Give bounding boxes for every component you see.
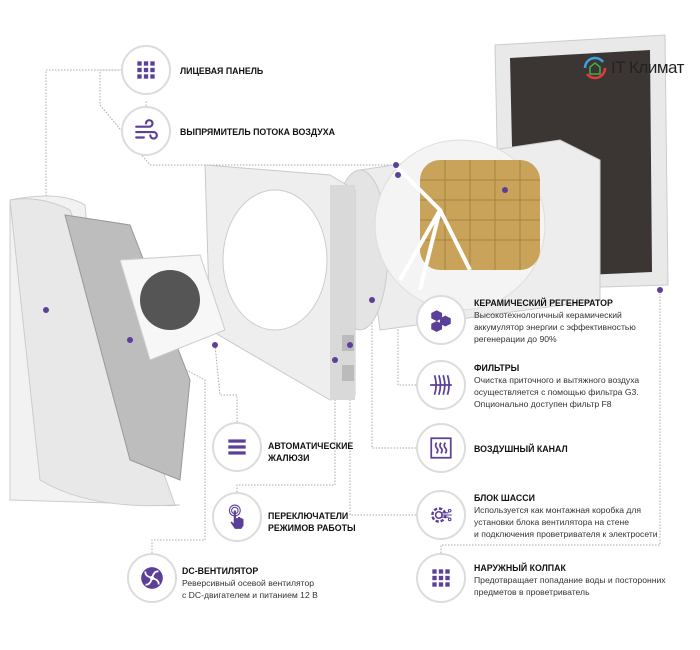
label-line: АВТОМАТИЧЕСКИЕ: [268, 441, 354, 451]
ceramic-regenerator-icon-circle: [416, 295, 466, 345]
logo-house-icon: [583, 56, 607, 80]
chassis-icon-circle: [416, 490, 466, 540]
auto-shutters-icon-circle: [212, 422, 262, 472]
front-panel-icon-circle: [121, 45, 171, 95]
it-klimat-logo: IT Климат: [583, 56, 684, 80]
airflow-straightener-label: ВЫПРЯМИТЕЛЬ ПОТОКА ВОЗДУХА: [180, 127, 335, 137]
ceramic-regenerator-text: КЕРАМИЧЕСКИЙ РЕГЕНЕРАТОР Высокотехнологич…: [474, 297, 636, 345]
filters-text: ФИЛЬТРЫ Очистка приточного и вытяжного во…: [474, 362, 639, 410]
heat-waves-icon: [430, 437, 452, 459]
desc-line: Высокотехнологичный керамический: [474, 310, 622, 320]
desc-line: Реверсивный осевой вентилятор: [182, 578, 315, 588]
dc-fan-title: DC-ВЕНТИЛЯТОР: [182, 566, 259, 576]
desc-line: аккумулятор энергии с эффективностью: [474, 322, 636, 332]
filters-icon-circle: [416, 360, 466, 410]
anchor-dots: [43, 162, 663, 363]
desc-line: Очистка приточного и вытяжного воздуха: [474, 375, 640, 385]
front-panel-label: ЛИЦЕВАЯ ПАНЕЛЬ: [180, 66, 264, 76]
desc-line: Опционально доступен фильтр F8: [474, 399, 612, 409]
mode-switches-icon-circle: [212, 492, 262, 542]
air-duct-icon-circle: [416, 423, 466, 473]
outer-hood-title: НАРУЖНЫЙ КОЛПАК: [474, 563, 566, 573]
hexagons-icon: [431, 310, 451, 332]
chassis-title: БЛОК ШАССИ: [474, 493, 535, 503]
label-line: ЖАЛЮЗИ: [268, 453, 310, 463]
mode-switches-label: ПЕРЕКЛЮЧАТЕЛИ РЕЖИМОВ РАБОТЫ: [268, 510, 356, 534]
gear-circuit-icon: [431, 507, 452, 523]
airflow-straightener-icon-circle: [121, 106, 171, 156]
auto-shutters-label: АВТОМАТИЧЕСКИЕ ЖАЛЮЗИ: [268, 440, 353, 464]
wind-icon: [135, 119, 158, 140]
desc-line: установки блока вентилятора на стене: [474, 517, 630, 527]
outer-hood-icon-circle: [416, 553, 466, 603]
outer-hood-text: НАРУЖНЫЙ КОЛПАК Предотвращает попадание в…: [474, 562, 666, 598]
filters-title: ФИЛЬТРЫ: [474, 363, 520, 373]
logo-text: IT Климат: [611, 58, 684, 77]
label-line: РЕЖИМОВ РАБОТЫ: [268, 523, 356, 533]
desc-line: Предотвращает попадание воды и посторонн…: [474, 575, 666, 585]
grid-icon: [137, 61, 155, 79]
desc-line: с DC-двигателем и питанием 12 В: [182, 590, 318, 600]
desc-line: Используется как монтажная коробка для: [474, 505, 642, 515]
touch-icon: [228, 504, 244, 529]
desc-line: предметов в проветриватель: [474, 587, 590, 597]
air-duct-label: ВОЗДУШНЫЙ КАНАЛ: [474, 444, 568, 454]
desc-line: регенерации до 90%: [474, 334, 557, 344]
grid-icon: [432, 569, 450, 587]
filter-icon: [430, 374, 452, 396]
label-line: ПЕРЕКЛЮЧАТЕЛИ: [268, 511, 349, 521]
chassis-text: БЛОК ШАССИ Используется как монтажная кор…: [474, 492, 658, 540]
desc-line: осуществляется с помощью фильтра G3.: [474, 387, 639, 397]
bars-icon: [228, 439, 246, 455]
desc-line: и подключения проветривателя к электросе…: [474, 529, 658, 539]
dc-fan-text: DC-ВЕНТИЛЯТОР Реверсивный осевой вентилят…: [182, 565, 318, 601]
dc-fan-icon-circle: [127, 553, 177, 603]
ceramic-regenerator-title: КЕРАМИЧЕСКИЙ РЕГЕНЕРАТОР: [474, 298, 613, 308]
fan-icon: [141, 567, 163, 589]
